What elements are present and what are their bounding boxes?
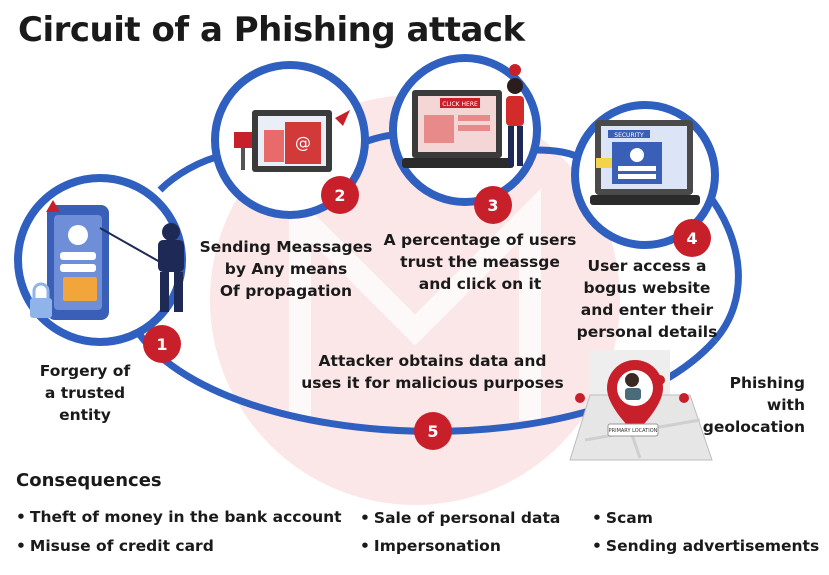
consequences-heading: Consequences <box>16 470 162 491</box>
step2-label: Sending Meassages by Any means Of propag… <box>196 236 376 302</box>
step-number-3: 3 <box>487 196 498 215</box>
step-badge-5 <box>414 412 452 450</box>
geolocation-line-2: with <box>766 396 805 414</box>
geolocation-line-1: Phishing <box>729 374 805 392</box>
step2-line-1: Sending Meassages <box>199 238 373 256</box>
step-badge-2 <box>321 176 359 214</box>
step-number-1: 1 <box>156 335 167 354</box>
page-title: Circuit of a Phishing attack <box>18 10 525 50</box>
woman-figure <box>507 78 523 94</box>
step4-line-3: and enter their <box>580 301 714 319</box>
step-badge-1 <box>143 325 181 363</box>
primary-location-card <box>607 423 659 437</box>
svg-text:@: @ <box>295 133 311 152</box>
step5-label: Attacker obtains data and uses it for ma… <box>300 350 565 394</box>
step2-line-3: Of propagation <box>219 282 353 300</box>
step-badge-3 <box>474 186 512 224</box>
step3-line-2: trust the meassge <box>400 253 560 271</box>
consequence-item: Theft of money in the bank account <box>16 508 342 526</box>
email-envelope-icon <box>285 122 321 164</box>
consequence-item: Impersonation <box>360 537 501 555</box>
click-here-text: CLICK HERE <box>442 101 478 108</box>
step1-line-3: entity <box>59 406 111 424</box>
primary-location-text: PRIMARY LOCATION <box>609 428 658 434</box>
consequence-item: Sending advertisements <box>592 537 819 555</box>
warning-icon <box>46 200 60 212</box>
step-badge-4 <box>673 219 711 257</box>
key-icon <box>596 158 612 168</box>
mailbox-icon <box>234 132 252 148</box>
location-pin-icon <box>509 64 521 76</box>
step3-line-1: A percentage of users <box>383 231 577 249</box>
geolocation-label: Phishing with geolocation <box>700 372 805 438</box>
paper-plane-icon <box>335 110 350 126</box>
step-number-5: 5 <box>427 422 438 441</box>
step1-line-2: a trusted <box>44 384 126 402</box>
padlock-icon <box>30 298 52 318</box>
step4-line-1: User access a <box>587 257 707 275</box>
folder-icon <box>63 277 97 301</box>
step-number-2: 2 <box>334 186 345 205</box>
hacker-figure <box>158 240 184 272</box>
step1-line-1: Forgery of <box>39 362 131 380</box>
security-text: SECURITY <box>614 132 644 139</box>
consequence-item: Misuse of credit card <box>16 537 214 555</box>
consequence-item: Sale of personal data <box>360 509 560 527</box>
step4-label: User access a bogus website and enter th… <box>572 255 722 343</box>
step-number-4: 4 <box>686 229 697 248</box>
circuit-loop-right <box>702 187 742 343</box>
step5-line-1: Attacker obtains data and <box>318 352 547 370</box>
consequence-item: Scam <box>592 509 653 527</box>
step4-line-2: bogus website <box>583 279 711 297</box>
step3-line-3: and click on it <box>418 275 542 293</box>
step5-line-2: uses it for malicious purposes <box>301 374 564 392</box>
geolocation-map-illustration: PRIMARY LOCATION <box>569 350 713 461</box>
step3-label: A percentage of users trust the meassge … <box>380 229 580 295</box>
geolocation-line-3: geolocation <box>702 418 805 436</box>
step4-line-4: personal details <box>576 323 718 341</box>
step2-line-2: by Any means <box>224 260 348 278</box>
step1-label: Forgery of a trusted entity <box>30 360 140 426</box>
